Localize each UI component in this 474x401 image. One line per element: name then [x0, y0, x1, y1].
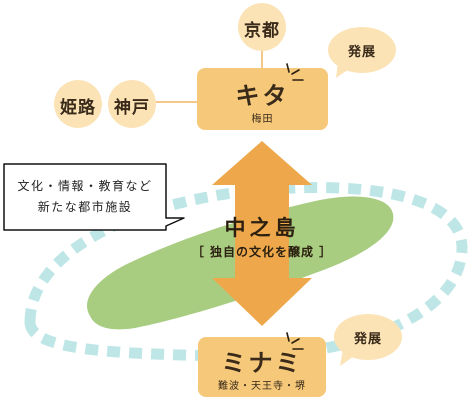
- kita-box: [197, 68, 328, 130]
- kita-bubble-text: 発展: [347, 45, 376, 60]
- kobe-circle: [108, 80, 156, 128]
- minami-box: [198, 337, 326, 397]
- nakanoshima-title: 中之島: [224, 216, 300, 240]
- kita-emphasis-lines: [286, 63, 304, 81]
- kita-subtitle: 梅田: [251, 114, 274, 125]
- kobe-label: 神戸: [114, 98, 150, 118]
- double-arrow: [212, 141, 312, 326]
- kyoto-label: 京都: [244, 21, 280, 41]
- minami-bubble-text: 発展: [353, 332, 382, 347]
- minami-subtitle: 難波・天王寺・堺: [218, 381, 306, 392]
- himeji-circle: [54, 80, 102, 128]
- kita-title: キタ: [235, 82, 290, 110]
- callout-line-2: 新たな都市施設: [37, 200, 133, 214]
- himeji-label: 姫路: [60, 98, 96, 118]
- nakanoshima-subtitle: ［ 独自の文化を醸成 ］: [191, 245, 333, 259]
- kita-speech-bubble: [328, 27, 396, 78]
- minami-emphasis-lines: [286, 332, 304, 350]
- callout-line-1: 文化・情報・教育など: [17, 179, 153, 193]
- callout-box: [3, 163, 185, 231]
- minami-speech-bubble: [334, 314, 402, 366]
- minami-title: ミナミ: [221, 349, 303, 377]
- kyoto-circle: [238, 3, 286, 51]
